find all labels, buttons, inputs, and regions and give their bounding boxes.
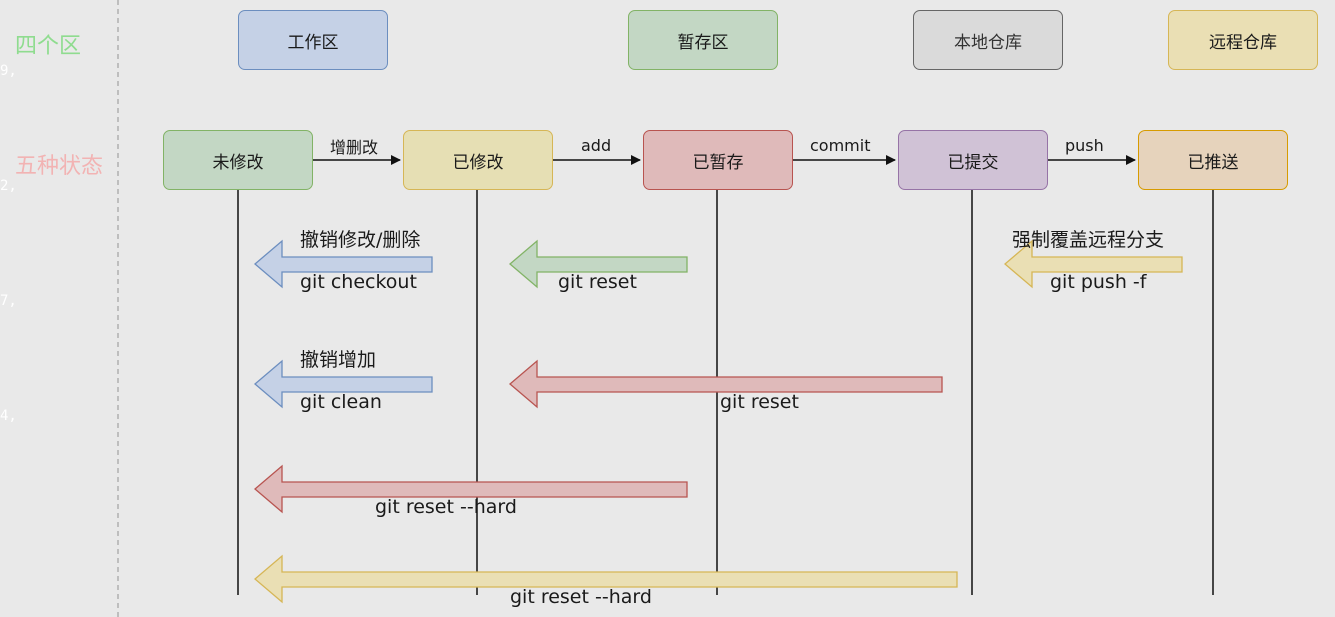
gutter-number: 9, <box>0 63 17 79</box>
state-modified: 已修改 <box>403 130 553 190</box>
states-side-label: 五种状态 <box>15 154 104 179</box>
zone-staging: 暂存区 <box>628 10 778 70</box>
hard-reset-staged-command: git reset --hard <box>375 496 517 518</box>
reset-commit-command: git reset <box>720 391 799 413</box>
gutter-number: 2, <box>0 178 17 194</box>
zone-workspace: 工作区 <box>238 10 388 70</box>
zone-local-repo: 本地仓库 <box>913 10 1063 70</box>
clean-title: 撤销增加 <box>300 349 377 371</box>
transition-label-push: push <box>1065 136 1104 155</box>
state-pushed: 已推送 <box>1138 130 1288 190</box>
unstage-command: git reset <box>558 271 637 293</box>
zones-side-label: 四个区 <box>15 34 82 59</box>
discard-command: git checkout <box>300 271 417 293</box>
force-push-title: 强制覆盖远程分支 <box>1012 229 1165 251</box>
force-push-arrow <box>1003 239 1183 289</box>
hard-reset-commit-command: git reset --hard <box>510 586 652 608</box>
transition-label-add: add <box>581 136 612 155</box>
state-unmodified: 未修改 <box>163 130 313 190</box>
gutter-number: 7, <box>0 293 17 309</box>
zone-remote-repo: 远程仓库 <box>1168 10 1318 70</box>
transition-label-edit: 增删改 <box>330 138 379 157</box>
reset-commit-arrow <box>508 359 943 409</box>
clean-arrow <box>253 359 433 409</box>
hard-reset-staged-arrow <box>253 464 688 514</box>
discard-title: 撤销修改/删除 <box>300 229 421 251</box>
transition-label-commit: commit <box>810 136 871 155</box>
clean-command: git clean <box>300 391 382 413</box>
state-staged: 已暂存 <box>643 130 793 190</box>
unstage-arrow <box>508 239 688 289</box>
state-committed: 已提交 <box>898 130 1048 190</box>
force-push-command: git push -f <box>1050 271 1147 293</box>
gutter-number: 4, <box>0 408 17 424</box>
hard-reset-commit-arrow <box>253 554 958 604</box>
checkout-arrow <box>253 239 433 289</box>
